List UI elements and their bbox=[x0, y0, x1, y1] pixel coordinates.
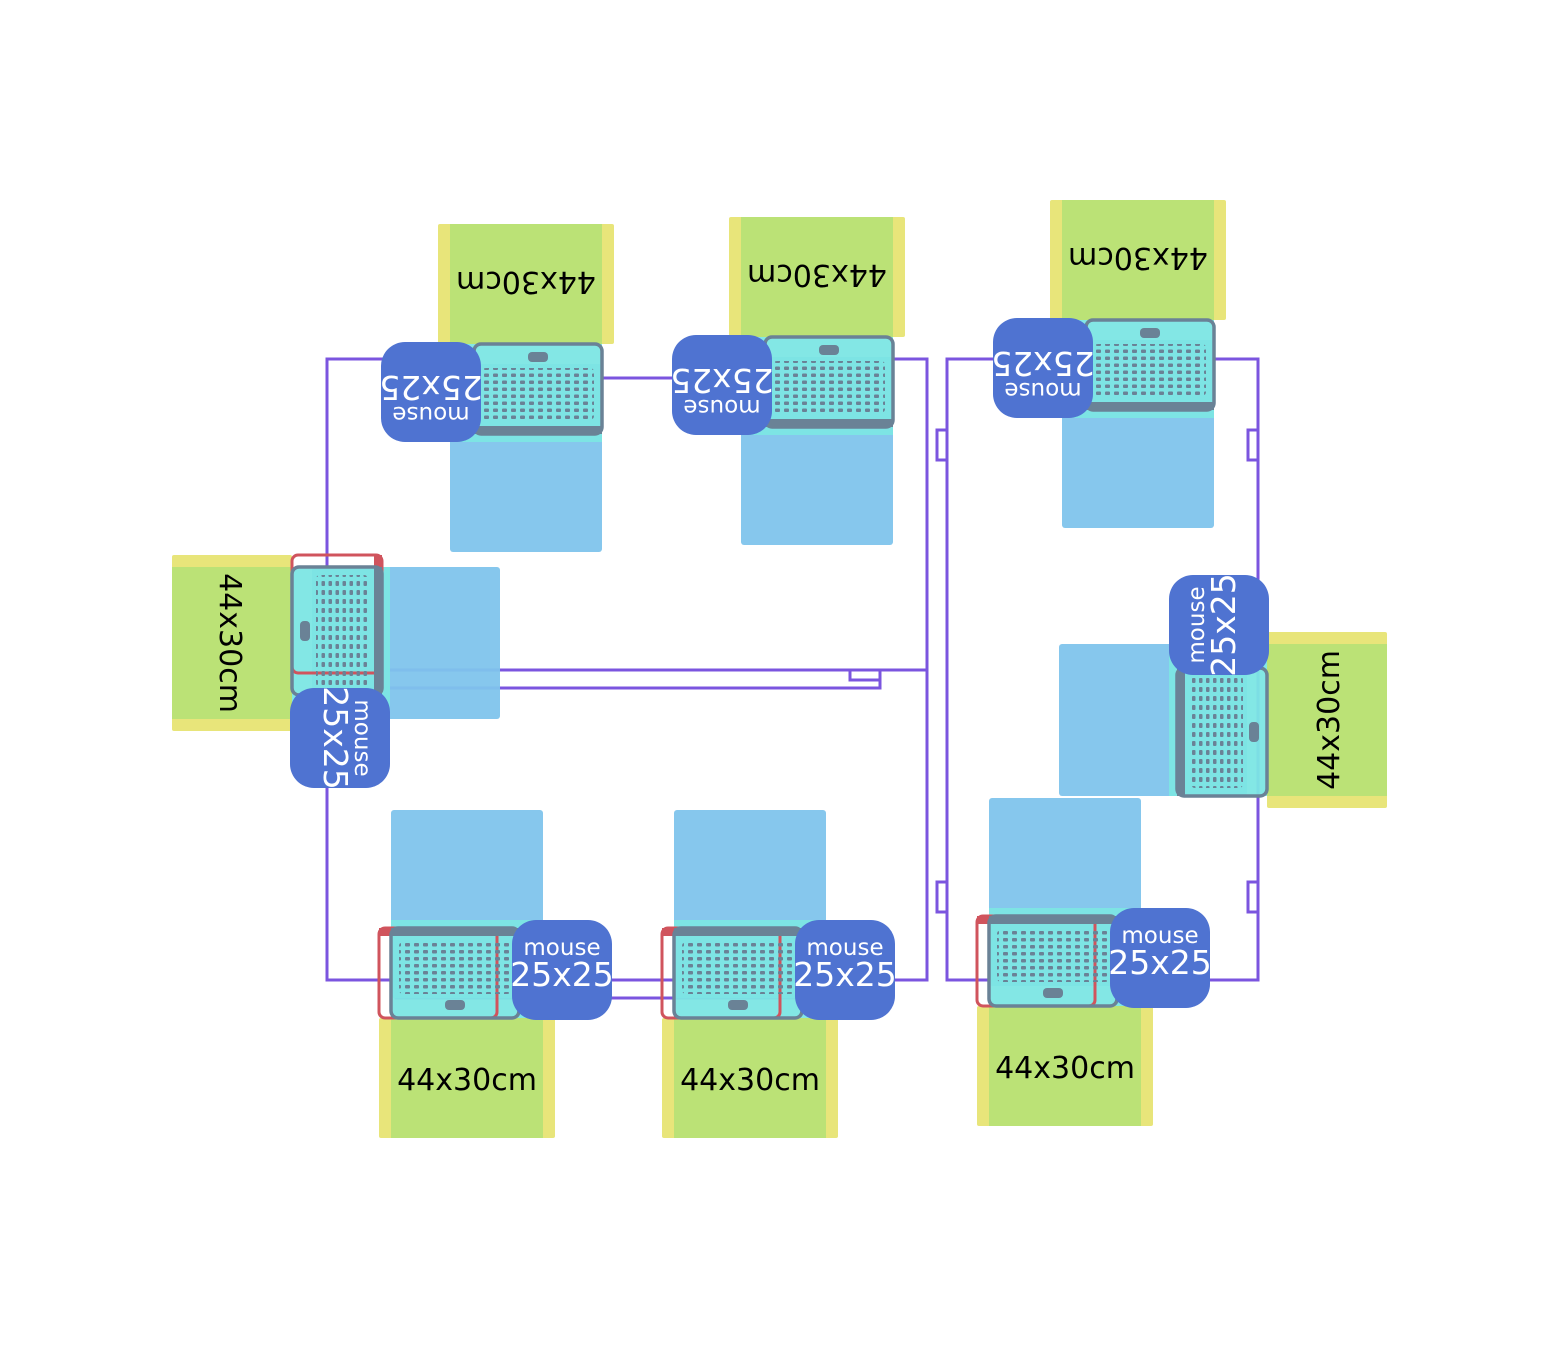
mouse-label: mouse bbox=[1184, 586, 1210, 663]
pad bbox=[1062, 200, 1214, 320]
mouse-size-label: 25x25 bbox=[510, 955, 614, 994]
workstations: 44x30cmmouse25x2544x30cmmouse25x2544x30c… bbox=[172, 200, 1387, 1138]
mouse-size-label: 25x25 bbox=[316, 686, 355, 790]
pad-size-label: 44x30cm bbox=[397, 1063, 537, 1098]
pad bbox=[391, 1018, 543, 1138]
mouse-label: mouse bbox=[392, 401, 469, 427]
mouse-label: mouse bbox=[1004, 377, 1081, 403]
pad bbox=[172, 567, 292, 719]
laptop-icon bbox=[1175, 666, 1269, 798]
pad-size-label: 44x30cm bbox=[212, 573, 247, 713]
mouse-size-label: 25x25 bbox=[1108, 943, 1212, 982]
mouse-size-label: 25x25 bbox=[670, 361, 774, 400]
desk-outline-left-bottom bbox=[325, 670, 929, 982]
pad-size-label: 44x30cm bbox=[680, 1063, 820, 1098]
mouse-label: mouse bbox=[806, 935, 883, 961]
mouse-size-label: 25x25 bbox=[1204, 573, 1243, 677]
mouse-label: mouse bbox=[349, 699, 375, 776]
mouse-size-label: 25x25 bbox=[793, 955, 897, 994]
pad-size-label: 44x30cm bbox=[456, 264, 596, 299]
desk-joint-side-right bbox=[1246, 428, 1258, 914]
pad-size-label: 44x30cm bbox=[747, 257, 887, 292]
pad-size-label: 44x30cm bbox=[1068, 240, 1208, 275]
mouse-label: mouse bbox=[523, 935, 600, 961]
desk-joint-side-left bbox=[935, 428, 947, 914]
pad-size-label: 44x30cm bbox=[1312, 650, 1347, 790]
mouse-label: mouse bbox=[683, 394, 760, 420]
laptop-icon bbox=[1084, 318, 1216, 412]
pad-size-label: 44x30cm bbox=[995, 1051, 1135, 1086]
pad bbox=[450, 224, 602, 344]
mouse-size-label: 25x25 bbox=[379, 368, 483, 407]
mouse-size-label: 25x25 bbox=[991, 344, 1095, 383]
pad bbox=[741, 217, 893, 337]
laptop-icon bbox=[763, 335, 895, 429]
desk-joint-middle bbox=[327, 668, 927, 690]
pad bbox=[989, 1006, 1141, 1126]
laptop-icon bbox=[290, 565, 384, 697]
laptop-icon bbox=[472, 342, 604, 436]
pad bbox=[1267, 644, 1387, 796]
pad bbox=[674, 1018, 826, 1138]
mouse-label: mouse bbox=[1121, 923, 1198, 949]
